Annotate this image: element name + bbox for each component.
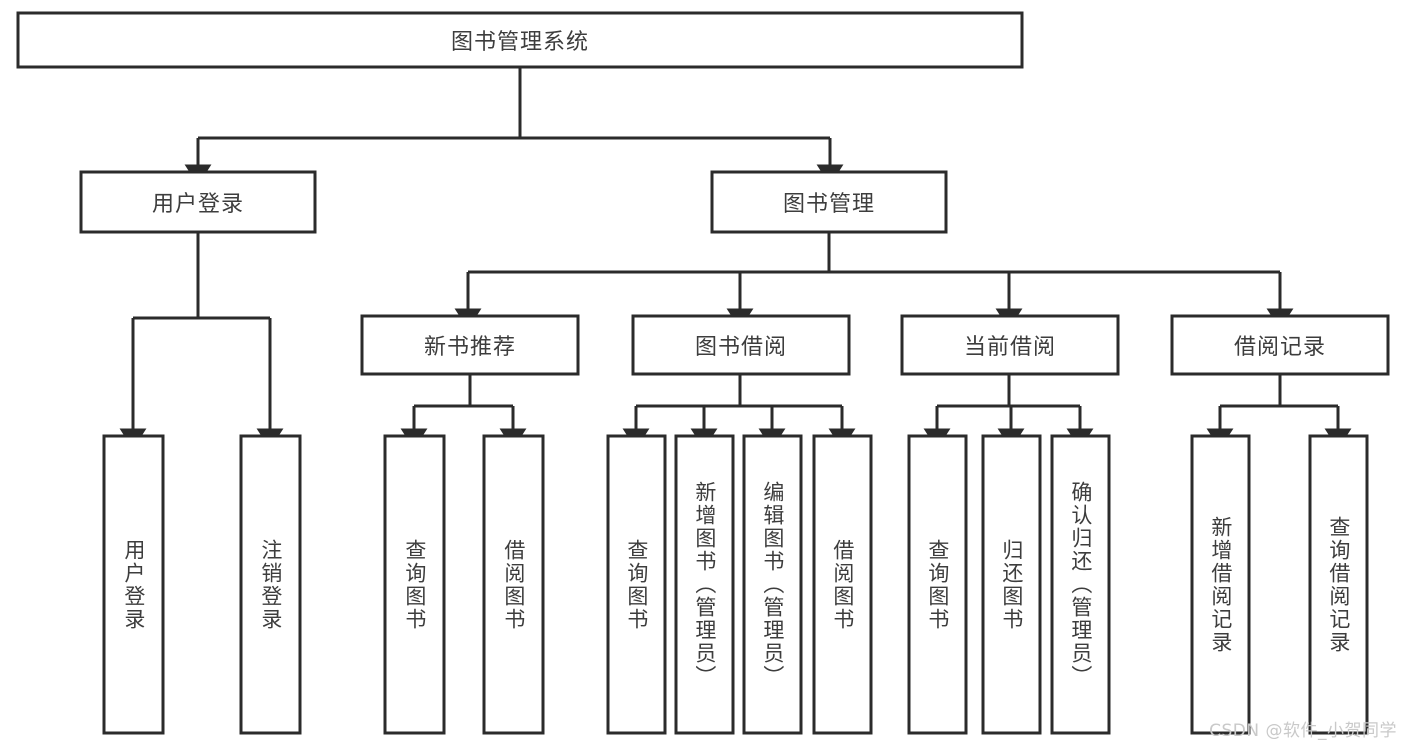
node-new-book-recommend-box[interactable] (360, 314, 580, 376)
leaf-return-book-box[interactable] (981, 434, 1042, 735)
leaf-add-book-admin-box[interactable] (674, 434, 735, 735)
leaf-add-borrow-record-box[interactable] (1190, 434, 1251, 735)
node-book-management-box[interactable] (710, 170, 948, 234)
leaf-confirm-return-admin-box[interactable] (1050, 434, 1111, 735)
leaf-edit-book-admin-box[interactable] (742, 434, 803, 735)
leaf-query-book-recommend-box[interactable] (383, 434, 446, 735)
leaf-borrow-book-recommend-box[interactable] (482, 434, 545, 735)
node-borrow-record-box[interactable] (1170, 314, 1390, 376)
node-book-borrow-box[interactable] (631, 314, 851, 376)
leaf-query-book-current-box[interactable] (907, 434, 968, 735)
node-user-login-box[interactable] (79, 170, 317, 234)
leaf-query-book-borrow-box[interactable] (606, 434, 667, 735)
leaf-logout-login-box[interactable] (239, 434, 302, 735)
root-node-box[interactable] (16, 11, 1024, 69)
node-box-layer (16, 11, 1390, 735)
leaf-user-login-box[interactable] (102, 434, 165, 735)
watermark-text: CSDN @软件_小贺同学 (1209, 721, 1397, 741)
connector-layer (119, 67, 1352, 450)
node-current-borrow-box[interactable] (900, 314, 1120, 376)
leaf-query-borrow-record-box[interactable] (1308, 434, 1369, 735)
leaf-borrow-book-box[interactable] (812, 434, 873, 735)
